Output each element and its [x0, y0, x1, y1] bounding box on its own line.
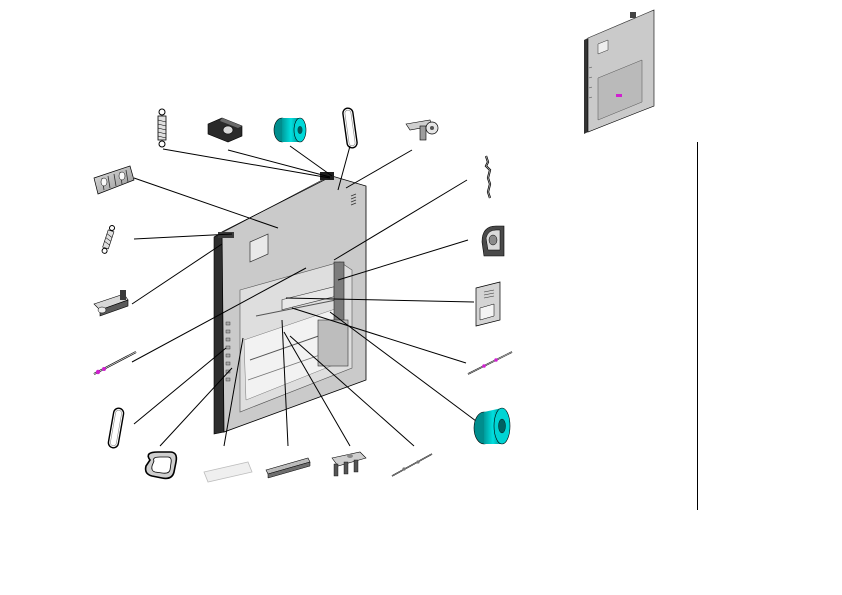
- panel-overview-icon: [584, 9, 655, 134]
- inner-rail-1: [255, 299, 337, 317]
- inner-rail-2: [249, 331, 331, 361]
- oval-link-icon: [107, 407, 125, 449]
- extension-spring-icon: [157, 108, 167, 148]
- panel-window: [249, 233, 269, 263]
- lever-handle-icon: [93, 290, 129, 317]
- leader-lever-top-right: [345, 149, 413, 189]
- main-panel-assembly: [213, 172, 367, 435]
- pad-icon: [203, 461, 253, 483]
- lever-arm-icon: [405, 119, 439, 141]
- guide-block-icon: [481, 225, 505, 257]
- cover-plate-icon: [475, 281, 501, 327]
- leader-link-left: [133, 347, 227, 425]
- bracket-icon: [207, 117, 243, 143]
- leader-spring-top: [162, 148, 331, 179]
- shaft-icon: [391, 453, 433, 477]
- shaft-icon: [93, 351, 137, 375]
- clamp-icon: [331, 451, 367, 477]
- belt-loop-icon: [144, 451, 178, 480]
- leader-rail-bottom: [281, 319, 289, 447]
- leader-clamp-bottom: [283, 331, 351, 447]
- leader-lines: [131, 145, 481, 447]
- hinge-icon: [93, 165, 135, 195]
- leader-wire-right: [333, 179, 468, 261]
- leader-hinge-left: [133, 177, 279, 229]
- leader-link-top: [337, 145, 351, 191]
- vertical-divider: [697, 142, 698, 510]
- oval-link-icon: [342, 107, 358, 149]
- leader-roller-top: [289, 145, 333, 177]
- leader-shaft-bottom: [289, 335, 415, 447]
- leader-pad-bottom: [223, 337, 244, 447]
- cyan-roller-icon: [473, 407, 511, 445]
- rail-icon: [265, 457, 311, 479]
- cyan-roller-icon: [273, 117, 307, 143]
- leader-shaft-right: [291, 307, 467, 364]
- shaft-icon: [467, 351, 513, 375]
- leader-roller-right: [329, 311, 481, 425]
- leader-guide-right: [337, 239, 469, 281]
- extension-spring-icon: [101, 225, 115, 254]
- panel-left-bracket: [218, 232, 234, 238]
- panel-vent-slots: [350, 193, 357, 206]
- inner-lower-frame: [317, 319, 349, 367]
- bent-wire-icon: [484, 155, 492, 199]
- leader-bracket-top: [227, 149, 331, 178]
- leader-belt-bottom: [159, 367, 233, 447]
- leader-cover-plate-right: [285, 297, 475, 303]
- leader-handle-left: [131, 243, 223, 305]
- leader-shaft-left: [131, 267, 307, 363]
- leader-spring-left: [133, 233, 233, 240]
- panel-side-holes: [225, 321, 231, 382]
